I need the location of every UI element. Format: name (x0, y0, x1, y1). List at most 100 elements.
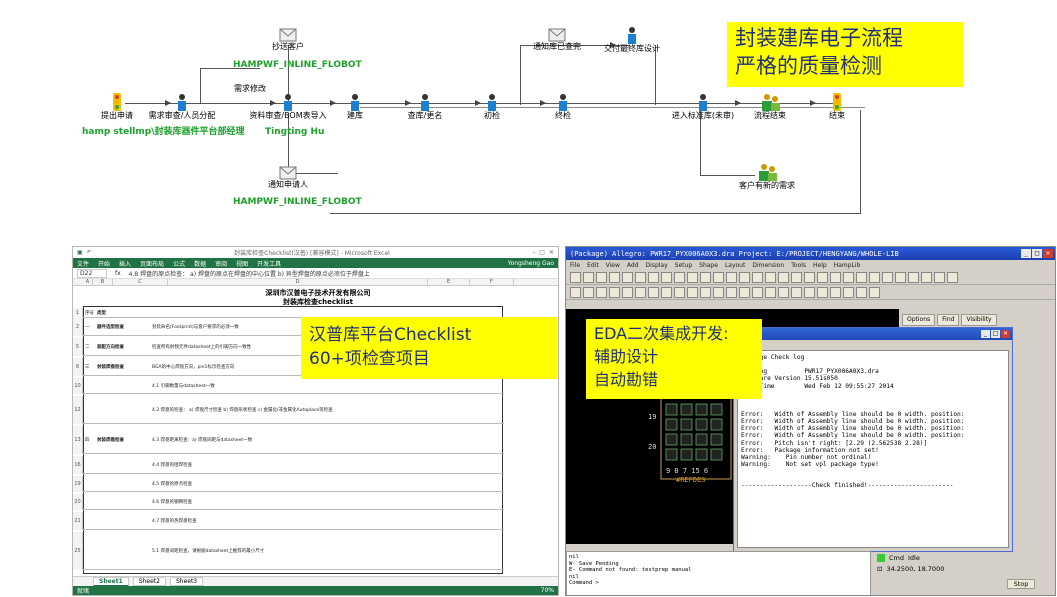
panel-tab[interactable]: Visibility (961, 314, 997, 326)
menu-item[interactable]: File (570, 261, 581, 269)
row-number[interactable]: 2 (73, 318, 83, 336)
table-row[interactable]: 序号类型 (83, 308, 504, 318)
cell-type[interactable]: 封装焊盘检查 (97, 437, 124, 443)
toolbar-button-icon[interactable] (817, 271, 828, 283)
cell-type[interactable]: 器件选型检查 (97, 324, 124, 330)
toolbar-button-icon[interactable] (609, 271, 620, 283)
cell-type[interactable]: 类型 (97, 310, 106, 316)
close-icon[interactable]: ✕ (1001, 330, 1010, 338)
toolbar-button-icon[interactable] (570, 271, 581, 283)
toolbar-button-icon[interactable] (713, 286, 724, 298)
toolbar-button-icon[interactable] (843, 286, 854, 298)
ribbon-tab[interactable]: 插入 (119, 260, 132, 268)
toolbar-button-icon[interactable] (622, 286, 633, 298)
formula-input[interactable]: 4.8 焊盘的原点检查： a) 焊盘的原点在焊盘的中心位置 b) 异型焊盘的原点… (128, 270, 370, 278)
menu-item[interactable]: Setup (674, 261, 693, 269)
row-number[interactable]: 25 (73, 532, 83, 570)
dialog-menu[interactable]: - Help (734, 340, 1012, 349)
close-icon[interactable]: ✕ (548, 249, 554, 256)
table-row[interactable]: 4.5 焊盘的原点检查 (83, 476, 504, 492)
toolbar-button-icon[interactable] (570, 286, 581, 298)
row-number[interactable]: 13 (73, 426, 83, 454)
toolbar-button-icon[interactable] (882, 271, 893, 283)
cell-type[interactable]: 封装焊盘检查 (97, 364, 124, 370)
toolbar-button-icon[interactable] (778, 286, 789, 298)
toolbar-button-icon[interactable] (648, 286, 659, 298)
toolbar-button-icon[interactable] (583, 271, 594, 283)
toolbar-button-icon[interactable] (752, 271, 763, 283)
toolbar-button-icon[interactable] (778, 271, 789, 283)
maximize-icon[interactable]: □ (991, 330, 1000, 338)
column-header[interactable]: D (168, 279, 428, 285)
toolbar-button-icon[interactable] (583, 286, 594, 298)
toolbar-button-icon[interactable] (726, 271, 737, 283)
toolbar-button-icon[interactable] (622, 271, 633, 283)
sheet-tab[interactable]: Sheet2 (132, 577, 166, 586)
sheet-tab[interactable]: Sheet1 (93, 576, 129, 587)
sheet-tab[interactable]: Sheet3 (169, 577, 204, 586)
cell-text[interactable]: 4.4 焊盘的阻焊检查 (152, 462, 193, 468)
undo-icon[interactable]: ↶ (86, 249, 92, 256)
ribbon-tab[interactable]: 数据 (194, 260, 207, 268)
toolbar-button-icon[interactable] (908, 271, 919, 283)
toolbar-button-icon[interactable] (609, 286, 620, 298)
table-row[interactable]: 二装配方向检查检查所有射频元件datasheet上的引脚方向一致性 (83, 338, 504, 356)
ribbon-tab[interactable]: 公式 (173, 260, 186, 268)
cell-text[interactable]: 封装命名(Footprint)与客户要求的必须一致 (152, 324, 239, 330)
toolbar-button-icon[interactable] (700, 271, 711, 283)
row-number[interactable]: 1 (73, 308, 83, 318)
table-row[interactable]: 4.7 焊盘的热焊盘检查 (83, 512, 504, 530)
panel-tab[interactable]: Find (937, 314, 960, 326)
menu-item[interactable]: Edit (587, 261, 599, 269)
cell-text[interactable]: BGA的中心焊盘方向，pin1标示检查方向 (152, 364, 235, 370)
minimize-icon[interactable]: _ (981, 330, 990, 338)
menu-item[interactable]: View (605, 261, 620, 269)
toolbar-button-icon[interactable] (765, 286, 776, 298)
ribbon-tab[interactable]: 开发工具 (257, 260, 282, 268)
row-number[interactable]: 21 (73, 512, 83, 530)
user-name[interactable]: Yongsheng Gao (507, 259, 554, 267)
menu-item[interactable]: Add (626, 261, 639, 269)
menu-item[interactable]: Dimension (752, 261, 785, 269)
save-icon[interactable]: ▣ (77, 249, 83, 256)
toolbar-button-icon[interactable] (921, 271, 932, 283)
close-icon[interactable]: ✕ (1043, 249, 1053, 258)
cell-no[interactable]: 四 (85, 437, 90, 443)
toolbar-button-icon[interactable] (830, 271, 841, 283)
minimize-icon[interactable]: – (532, 249, 536, 256)
ribbon-tab[interactable]: 页面布局 (140, 260, 165, 268)
toolbar-button-icon[interactable] (687, 286, 698, 298)
row-number[interactable]: 19 (73, 476, 83, 492)
row-number[interactable]: 10 (73, 378, 83, 394)
row-number[interactable]: 12 (73, 396, 83, 424)
toolbar-button-icon[interactable] (635, 286, 646, 298)
toolbar-button-icon[interactable] (856, 271, 867, 283)
toolbar-button-icon[interactable] (843, 271, 854, 283)
toolbar-button-icon[interactable] (635, 271, 646, 283)
table-row[interactable]: 一 器件选型检查 封装命名(Footprint)与客户要求的必须一致 (83, 318, 504, 336)
ribbon-tab[interactable]: 审阅 (215, 260, 228, 268)
toolbar-button-icon[interactable] (739, 271, 750, 283)
table-row[interactable]: 4.1 引脚数量与datasheet一致 (83, 378, 504, 394)
cell-text[interactable]: 4.6 焊盘的钢网检查 (152, 499, 193, 505)
cell-text[interactable]: 4.3 焊盘距离检查：a) 焊盘间距与datasheet一致 (152, 437, 253, 443)
toolbar-button-icon[interactable] (674, 271, 685, 283)
cell-no[interactable]: 序号 (85, 310, 94, 316)
toolbar-button-icon[interactable] (869, 271, 880, 283)
toolbar-button-icon[interactable] (661, 271, 672, 283)
toolbar-button-icon[interactable] (791, 286, 802, 298)
column-header[interactable]: A (83, 279, 93, 285)
name-box[interactable]: D22 (77, 268, 107, 278)
toolbar-button-icon[interactable] (895, 271, 906, 283)
row-number[interactable]: 8 (73, 358, 83, 376)
toolbar-button-icon[interactable] (687, 271, 698, 283)
cell-no[interactable]: 二 (85, 344, 90, 350)
cell-type[interactable]: 装配方向检查 (97, 344, 124, 350)
toolbar-button-icon[interactable] (804, 286, 815, 298)
column-header[interactable]: E (428, 279, 470, 285)
toolbar-button-icon[interactable] (700, 286, 711, 298)
cell-no[interactable]: 一 (85, 324, 90, 330)
column-header[interactable]: B (93, 279, 113, 285)
